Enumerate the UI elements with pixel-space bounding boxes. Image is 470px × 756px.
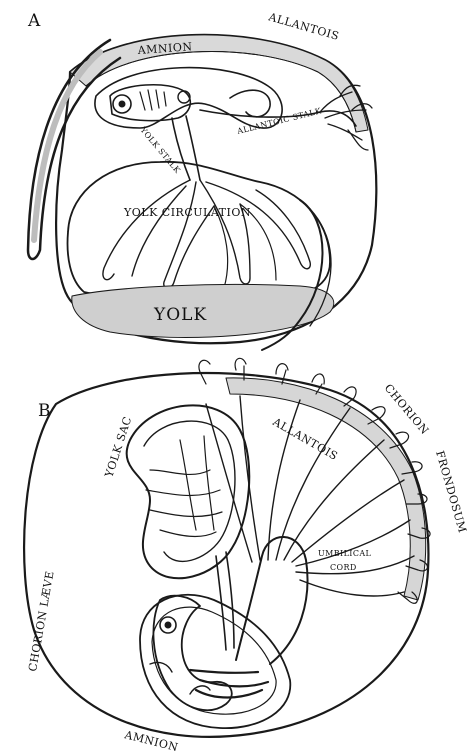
panel-b-label-umbilical: UMBILICAL	[318, 549, 372, 558]
panel-a-label-allantois: ALLANTOIS	[266, 10, 341, 43]
panel-a-allantois-band	[70, 35, 368, 132]
panel-b-embryo-heart-vessels	[190, 670, 268, 698]
panel-a-yolk-vessels	[103, 180, 310, 288]
panel-a-label-allantoic-stalk: ALLANTOIC STALK	[235, 106, 323, 136]
panel-a-label-yolk: YOLK	[153, 305, 207, 325]
panel-b-label-amnion: AMNION	[122, 728, 179, 754]
panel-a-label-yolk-circulation: YOLK CIRCULATION	[123, 206, 251, 219]
panel-b-amnion	[140, 595, 290, 728]
panel-b-frondosum-band	[226, 378, 426, 600]
panel-b-yolk-sac-vessels	[146, 436, 222, 536]
panel-b-label-cord: CORD	[330, 563, 357, 572]
panel-a-label-amnion: AMNION	[136, 40, 193, 57]
panel-a-amnion	[95, 68, 282, 128]
panel-b-umbilical-cord	[236, 537, 308, 664]
panel-b-embryo-pupil	[165, 622, 171, 628]
panel-a-letter: A	[27, 11, 41, 31]
panel-a-embryo-pupil	[119, 101, 125, 107]
panel-a: A ALLANTOIS	[27, 10, 376, 350]
panel-b-embryo-body	[153, 596, 231, 710]
panel-a-heart	[178, 91, 190, 103]
panel-b-label-frondosum: FRONDOSUM	[433, 449, 469, 534]
panel-b-label-yolk-sac: YOLK SAC	[102, 415, 134, 480]
panel-a-embryo-tail	[230, 90, 270, 117]
panel-a-embryo-gills	[140, 90, 166, 110]
panel-b-yolk-stalk	[216, 552, 234, 650]
panel-b: B YOLK SAC ALLANTOIS CHORION FRONDOSUM U…	[24, 358, 469, 754]
